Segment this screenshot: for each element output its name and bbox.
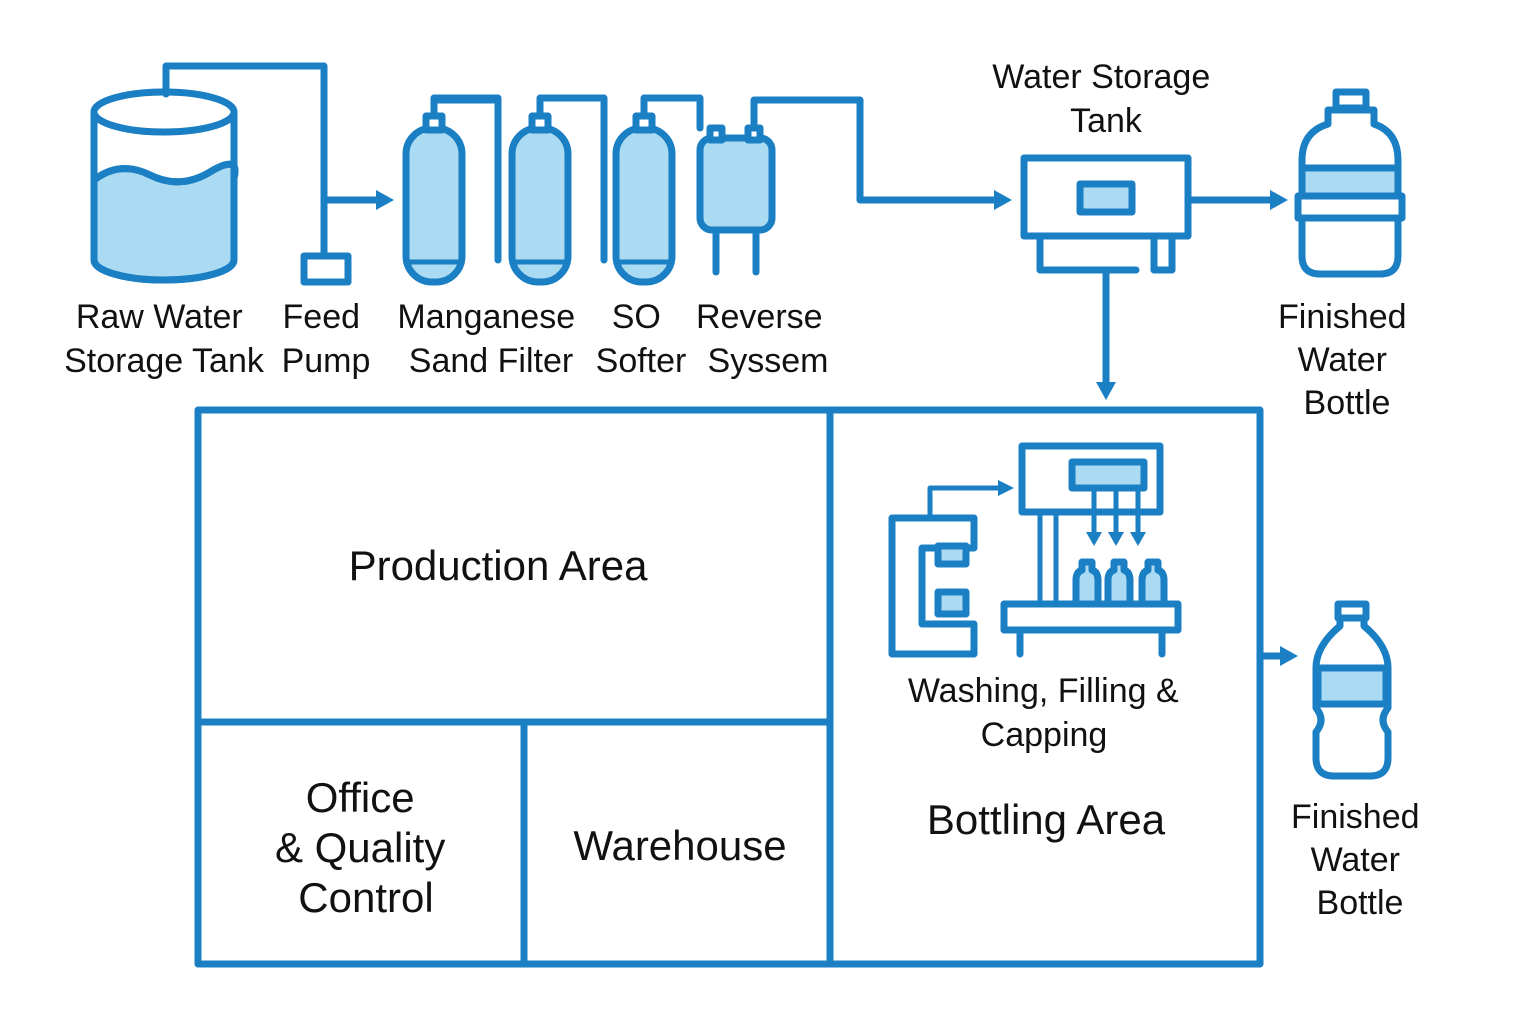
reverse-osmosis-icon	[696, 124, 776, 276]
water-storage-tank-icon	[1020, 154, 1192, 274]
warehouse-label: Warehouse	[573, 822, 786, 869]
arrow-to-small-bottle-icon	[1280, 646, 1298, 666]
softener-icon	[612, 112, 676, 286]
finished-top-label: Finished Water Bottle	[1278, 298, 1416, 422]
raw-tank-label: Raw Water Storage Tank	[64, 298, 265, 380]
manganese-filter-icon	[402, 112, 466, 286]
raw-water-tank-icon	[90, 88, 239, 284]
feed-pump-label: Feed Pump	[282, 298, 371, 380]
production-area-label: Production Area	[349, 542, 649, 589]
finished-bottom-label: Finished Water Bottle	[1291, 798, 1429, 922]
pipe-tank-to-filter	[162, 62, 384, 204]
washing-label: Washing, Filling & Capping	[908, 672, 1188, 754]
bottling-area-label: Bottling Area	[927, 796, 1166, 843]
pipe-to-storage	[750, 96, 1000, 204]
bottling-machine-icon	[888, 442, 1182, 658]
sand-filter-icon	[508, 112, 572, 286]
water-bottle-icon	[1312, 600, 1392, 780]
arrow-to-bottle-icon	[1270, 190, 1288, 210]
office-label: Office & Quality Control	[275, 774, 457, 921]
arrow-to-storage-icon	[994, 190, 1012, 210]
reverse-label: Reverse Syssem	[696, 298, 832, 380]
feed-pump-icon	[300, 252, 352, 286]
softer-label: SO Softer	[596, 298, 687, 380]
arrow-to-bottling-icon	[1096, 382, 1116, 400]
storage-tank-label: Water Storage Tank	[992, 58, 1219, 140]
arrow-to-filter-icon	[376, 190, 394, 210]
water-jug-icon	[1294, 88, 1406, 278]
manganese-label: Manganese Sand Filter	[397, 298, 584, 380]
floor-plan-border	[194, 406, 1264, 968]
